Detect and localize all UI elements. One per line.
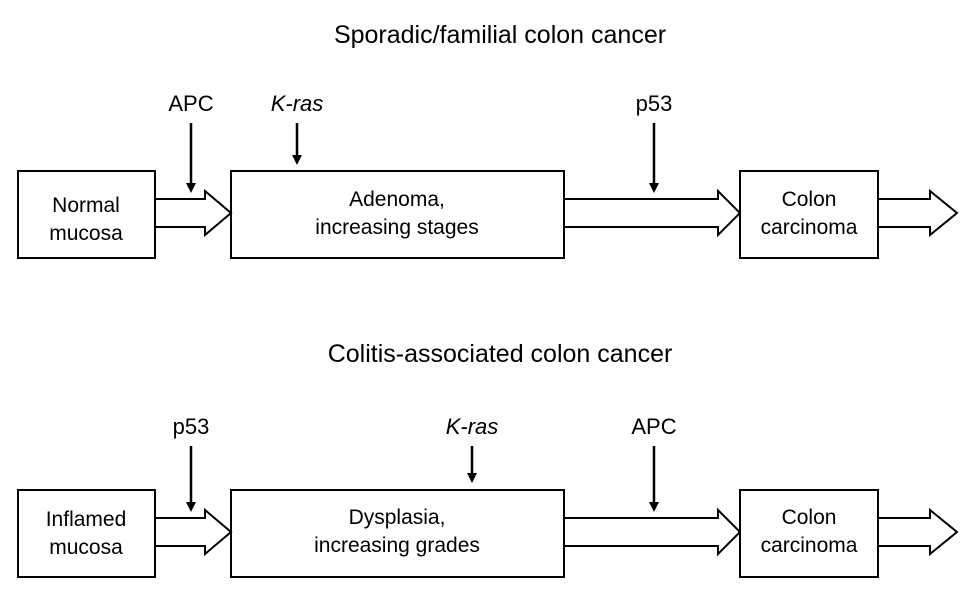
box-label: Colon [782,188,837,211]
gene-label-apc: APC [631,414,676,439]
box-label: carcinoma [761,216,858,239]
block-arrow-icon [877,507,959,557]
box-label: increasing grades [314,534,480,557]
block-arrow-icon [154,507,233,557]
block-arrow-icon [563,507,742,557]
box-label: mucosa [49,536,123,559]
box-dysplasia [230,489,565,578]
panel-title: Colitis-associated colon cancer [328,340,673,368]
gene-label-p53: p53 [173,414,210,439]
box-normal-mucosa [17,170,156,259]
box-colon-carcinoma [739,489,879,578]
box-label: Normal [52,194,120,217]
box-label: mucosa [49,222,123,245]
gene-label-p53: p53 [636,91,673,116]
panel-colitis: Colitis-associated colon cancer Inflamed… [17,340,959,578]
box-label: Adenoma, [349,188,445,211]
block-arrow-icon [877,188,959,238]
box-label: carcinoma [761,534,858,557]
panel-sporadic: Sporadic/familial colon cancer Normal mu… [17,21,959,259]
box-label: Inflamed [46,508,127,531]
box-label: Colon [782,506,837,529]
box-adenoma [230,170,565,259]
gene-label-k-ras: K-ras [446,414,499,439]
box-label: Dysplasia, [349,506,446,529]
box-label: increasing stages [315,216,478,239]
block-arrow-icon [563,188,742,238]
gene-label-k-ras: K-ras [271,91,324,116]
block-arrow-icon [154,188,233,238]
panel-title: Sporadic/familial colon cancer [334,21,666,49]
box-inflamed-mucosa [17,489,156,578]
box-colon-carcinoma [739,170,879,259]
gene-label-apc: APC [168,91,213,116]
